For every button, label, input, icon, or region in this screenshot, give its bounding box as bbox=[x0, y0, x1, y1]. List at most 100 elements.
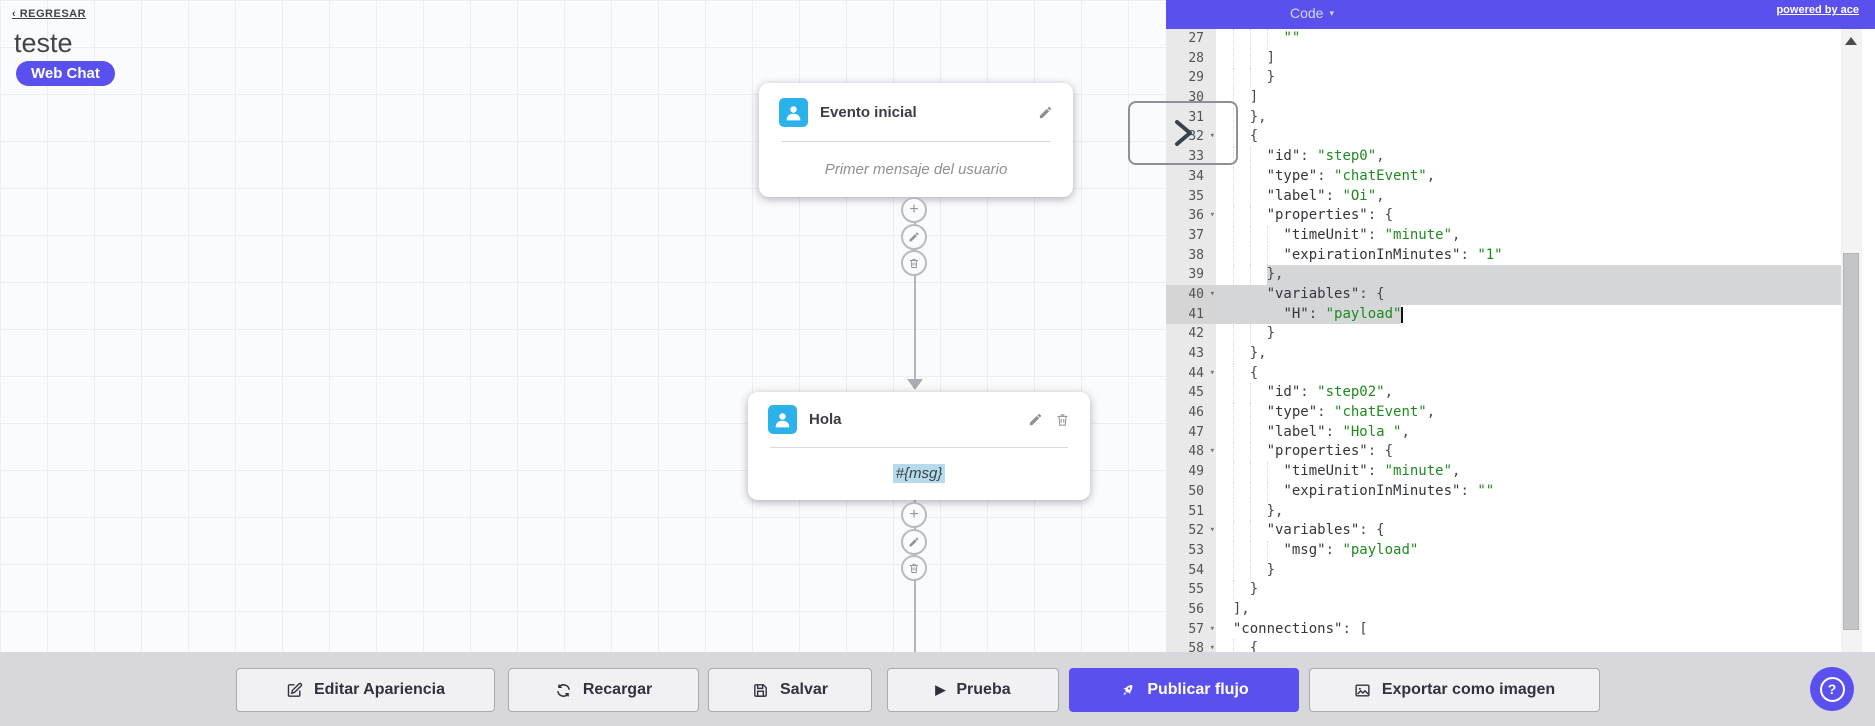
code-line[interactable]: 46 "type": "chatEvent", bbox=[1166, 403, 1875, 423]
code-line[interactable]: 51 }, bbox=[1166, 501, 1875, 522]
indent-guide bbox=[1249, 442, 1251, 463]
fold-toggle-icon[interactable]: ▾ bbox=[1209, 446, 1215, 457]
code-line[interactable]: 47 "label": "Hola ", bbox=[1166, 422, 1875, 443]
pencil-icon bbox=[909, 232, 919, 242]
line-number: 54 bbox=[1166, 560, 1216, 581]
node-body-text: Primer mensaje del usuario bbox=[824, 161, 1008, 178]
fold-toggle-icon[interactable]: ▾ bbox=[1209, 525, 1215, 536]
code-mode-dropdown[interactable]: Code▾ bbox=[1290, 5, 1334, 21]
indent-guide bbox=[1232, 442, 1234, 463]
code-line[interactable]: 36▾ "properties": { bbox=[1166, 206, 1875, 226]
code-line[interactable]: 29 } bbox=[1166, 68, 1875, 89]
text-selection bbox=[1216, 284, 1841, 305]
delete-connection-button[interactable] bbox=[901, 555, 927, 581]
code-line[interactable]: 27 "" bbox=[1166, 29, 1875, 49]
indent-guide bbox=[1232, 245, 1234, 266]
code-line[interactable]: 58▾ { bbox=[1166, 639, 1875, 652]
text-cursor bbox=[1401, 306, 1404, 323]
indent-guide bbox=[1249, 560, 1251, 581]
line-number: 49 bbox=[1166, 462, 1216, 482]
code-line[interactable]: 53 "msg": "payload" bbox=[1166, 540, 1875, 561]
indent-guide bbox=[1266, 540, 1268, 561]
flow-canvas[interactable]: ‹ REGRESAR teste Web Chat Evento inicial… bbox=[0, 0, 1166, 652]
fold-toggle-icon[interactable]: ▾ bbox=[1209, 643, 1215, 652]
code-line[interactable]: 55 } bbox=[1166, 580, 1875, 600]
flow-node-hola[interactable]: Hola #{msg} bbox=[748, 392, 1090, 500]
editor-scrollbar[interactable] bbox=[1841, 29, 1862, 652]
reload-button[interactable]: Recargar bbox=[508, 668, 699, 712]
line-number: 50 bbox=[1166, 481, 1216, 502]
code-line[interactable]: 30 ] bbox=[1166, 88, 1875, 108]
export-image-button[interactable]: Exportar como imagen bbox=[1309, 668, 1600, 712]
flow-node-evento-inicial[interactable]: Evento inicial Primer mensaje del usuari… bbox=[759, 83, 1073, 197]
code-line[interactable]: 45 "id": "step02", bbox=[1166, 383, 1875, 404]
back-link[interactable]: ‹ REGRESAR bbox=[12, 8, 87, 20]
help-button[interactable]: ? bbox=[1810, 667, 1854, 711]
code-line[interactable]: 32▾ { bbox=[1166, 127, 1875, 148]
code-line[interactable]: 48▾ "properties": { bbox=[1166, 442, 1875, 463]
indent-guide bbox=[1232, 29, 1234, 49]
delete-connection-button[interactable] bbox=[901, 250, 927, 276]
node-title: Evento inicial bbox=[820, 103, 917, 121]
save-icon bbox=[754, 683, 767, 697]
line-number: 45 bbox=[1166, 383, 1216, 404]
code-line[interactable]: 40▾ "variables": { bbox=[1166, 284, 1875, 305]
code-line[interactable]: 54 } bbox=[1166, 560, 1875, 581]
code-line[interactable]: 33 "id": "step0", bbox=[1166, 147, 1875, 167]
indent-guide bbox=[1249, 422, 1251, 443]
indent-guide bbox=[1232, 324, 1234, 344]
fold-toggle-icon[interactable]: ▾ bbox=[1209, 367, 1215, 378]
indent-guide bbox=[1249, 225, 1251, 246]
code-line[interactable]: 50 "expirationInMinutes": "" bbox=[1166, 481, 1875, 502]
scrollbar-thumb[interactable] bbox=[1843, 253, 1859, 630]
powered-by-ace-link[interactable]: powered by ace bbox=[1776, 4, 1859, 16]
code-line[interactable]: 44▾ { bbox=[1166, 363, 1875, 384]
delete-node-icon[interactable] bbox=[1055, 412, 1070, 427]
line-number: 34 bbox=[1166, 166, 1216, 187]
code-line[interactable]: 38 "expirationInMinutes": "1" bbox=[1166, 245, 1875, 266]
publish-flow-button[interactable]: Publicar flujo bbox=[1069, 668, 1299, 712]
code-line[interactable]: 37 "timeUnit": "minute", bbox=[1166, 225, 1875, 246]
indent-guide bbox=[1266, 481, 1268, 502]
code-editor-panel: Code▾ powered by ace 27 ""28 ]29 }30 ]31… bbox=[1166, 0, 1875, 652]
code-line[interactable]: 42 } bbox=[1166, 324, 1875, 344]
code-editor[interactable]: 27 ""28 ]29 }30 ]31 },32▾ {33 "id": "ste… bbox=[1166, 29, 1875, 652]
code-line[interactable]: 41 "H": "payload" bbox=[1166, 304, 1875, 325]
fold-toggle-icon[interactable]: ▾ bbox=[1209, 623, 1215, 634]
fold-toggle-icon[interactable]: ▾ bbox=[1209, 288, 1215, 299]
fold-toggle-icon[interactable]: ▾ bbox=[1209, 210, 1215, 221]
scroll-up-icon[interactable] bbox=[1845, 37, 1857, 45]
code-line[interactable]: 56 ], bbox=[1166, 599, 1875, 620]
edit-node-icon[interactable] bbox=[1028, 412, 1043, 427]
code-line[interactable]: 43 }, bbox=[1166, 344, 1875, 364]
test-button[interactable]: ▶ Prueba bbox=[887, 668, 1059, 712]
edit-node-icon[interactable] bbox=[1038, 105, 1053, 120]
indent-guide bbox=[1249, 403, 1251, 423]
edit-connection-button[interactable] bbox=[901, 529, 927, 555]
indent-guide bbox=[1232, 639, 1234, 652]
edit-appearance-button[interactable]: Editar Apariencia bbox=[236, 668, 495, 712]
edit-connection-button[interactable] bbox=[901, 224, 927, 250]
line-number: 39 bbox=[1166, 265, 1216, 285]
code-line[interactable]: 57▾ "connections": [ bbox=[1166, 619, 1875, 640]
indent-guide bbox=[1249, 245, 1251, 266]
code-line[interactable]: 34 "type": "chatEvent", bbox=[1166, 166, 1875, 187]
add-step-button[interactable]: + bbox=[901, 197, 927, 223]
code-line[interactable]: 39 }, bbox=[1166, 265, 1875, 285]
add-step-button[interactable]: + bbox=[901, 502, 927, 528]
indent-guide bbox=[1249, 265, 1251, 285]
save-button[interactable]: Salvar bbox=[708, 668, 872, 712]
code-line[interactable]: 28 ] bbox=[1166, 48, 1875, 69]
code-line[interactable]: 31 }, bbox=[1166, 107, 1875, 128]
line-number: 55 bbox=[1166, 580, 1216, 600]
connector-arrow-icon bbox=[907, 379, 923, 390]
node-body-variable: #{msg} bbox=[892, 464, 946, 483]
line-number: 37 bbox=[1166, 225, 1216, 246]
pencil-icon bbox=[909, 537, 919, 547]
collapse-editor-button[interactable] bbox=[1128, 101, 1238, 165]
fold-toggle-icon[interactable]: ▾ bbox=[1209, 131, 1215, 142]
code-line[interactable]: 49 "timeUnit": "minute", bbox=[1166, 462, 1875, 482]
code-line[interactable]: 52▾ "variables": { bbox=[1166, 521, 1875, 541]
indent-guide bbox=[1232, 166, 1234, 187]
code-line[interactable]: 35 "label": "Oi", bbox=[1166, 186, 1875, 207]
